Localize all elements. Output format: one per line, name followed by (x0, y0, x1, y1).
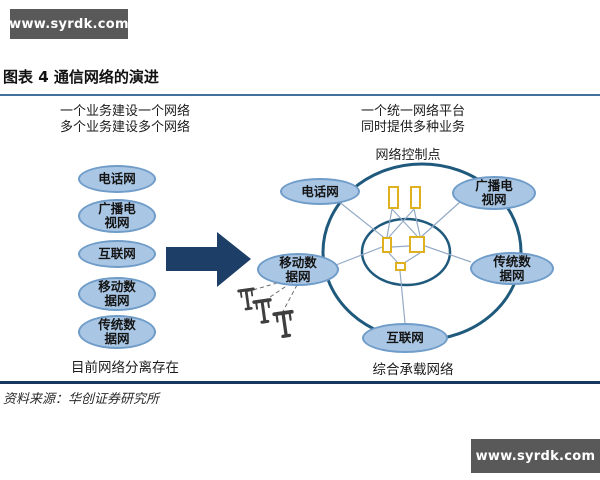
watermark-text: www.syrdk.com (475, 448, 596, 464)
dashed-links-to-towers (245, 280, 298, 316)
right-node-telephone-network: 电话网 (280, 178, 360, 205)
node-label: 据网 (104, 331, 130, 346)
node-label: 传统数 (98, 317, 136, 332)
link-node1-node3 (388, 252, 399, 264)
node-label: 视网 (481, 192, 507, 207)
left-intro-line-2: 多个业务建设多个网络 (59, 120, 190, 135)
cell-tower-icon (252, 298, 272, 324)
inner-core-ring (360, 217, 452, 287)
link-internet-core (399, 270, 406, 324)
link-ctrl1-node1 (386, 208, 393, 238)
footer-divider-line (0, 381, 600, 384)
node-label: 移动数 (98, 279, 136, 294)
core-node-rect-right (409, 236, 425, 253)
node-label: 视网 (104, 215, 130, 230)
link-ctrl2-node1 (388, 208, 415, 238)
watermark-banner-bottom: www.syrdk.com (471, 439, 600, 473)
node-label: 据网 (499, 267, 525, 283)
left-node-broadcast-tv-network: 广播电视网 (78, 199, 156, 233)
node-label: 电话网 (98, 171, 136, 186)
right-node-traditional-data-network: 传统数据网 (470, 252, 554, 285)
right-intro-line-2: 同时提供多种业务 (360, 120, 465, 135)
transition-arrow-icon (166, 232, 251, 287)
core-node-rect-left (382, 237, 392, 253)
right-node-broadcast-tv-network: 广播电视网 (452, 176, 536, 210)
node-label: 据网 (285, 268, 311, 284)
caption-integrated-network: 综合承载网络 (372, 362, 454, 378)
watermark-text: www.syrdk.com (9, 16, 129, 32)
caption-current-networks: 目前网络分离存在 (71, 360, 179, 376)
title-divider-line (0, 94, 600, 96)
right-node-mobile-data-network: 移动数据网 (257, 253, 339, 286)
link-ctrl1-node2 (391, 208, 418, 237)
left-intro-text: 一个业务建设一个网络 多个业务建设多个网络 (40, 104, 210, 136)
left-node-traditional-data-network: 传统数据网 (78, 315, 156, 349)
left-node-telephone-network: 电话网 (78, 165, 156, 193)
link-traditional-core (424, 245, 472, 263)
right-intro-line-1: 一个统一网络平台 (360, 104, 465, 119)
node-label: 广播电 (475, 178, 513, 193)
core-node-rect-bottom (395, 262, 406, 271)
link-telephone-core (337, 200, 388, 241)
right-intro-text: 一个统一网络平台 同时提供多种业务 (328, 104, 498, 136)
link-ctrl2-node2 (413, 208, 421, 237)
node-label: 传统数 (493, 253, 531, 269)
figure-title: 图表 4 通信网络的演进 (3, 68, 159, 86)
left-node-mobile-data-network: 移动数据网 (78, 277, 156, 311)
node-label: 据网 (104, 293, 130, 308)
dashed-link-tower-3 (280, 284, 298, 316)
link-node2-node3 (403, 252, 421, 264)
node-label: 电话网 (301, 183, 339, 199)
link-node1-node2 (391, 245, 410, 248)
watermark-banner-top: www.syrdk.com (9, 9, 129, 39)
link-mobile-core (335, 246, 383, 266)
source-note: 资料来源：华创证券研究所 (3, 392, 160, 407)
network-control-point-label: 网络控制点 (375, 148, 441, 163)
cell-tower-icon (272, 309, 294, 338)
node-label: 互联网 (386, 330, 424, 345)
node-label: 移动数 (279, 254, 317, 270)
left-node-internet: 互联网 (78, 240, 156, 268)
connection-lines (335, 200, 472, 324)
left-intro-line-1: 一个业务建设一个网络 (59, 104, 190, 119)
link-broadcast-core (420, 201, 461, 238)
node-label: 互联网 (98, 246, 136, 261)
right-node-internet: 互联网 (362, 323, 448, 353)
cell-tower-icon (237, 287, 255, 311)
control-point-rect-2 (410, 186, 421, 209)
control-point-rect-1 (388, 186, 399, 209)
node-label: 广播电 (98, 201, 136, 216)
